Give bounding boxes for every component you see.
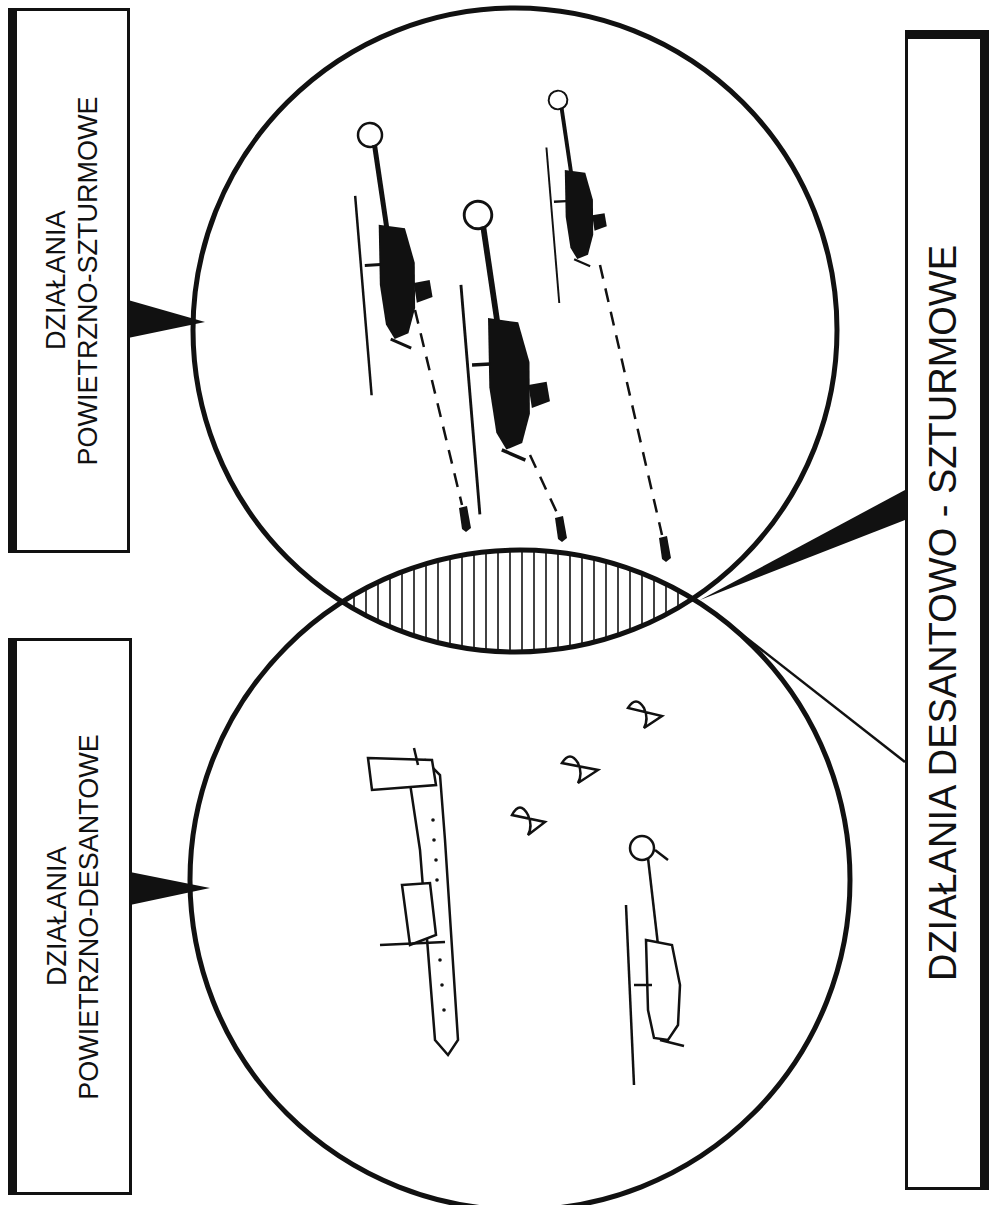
- attack-helicopter: [457, 198, 556, 515]
- transport-plane: [368, 748, 458, 1055]
- vertical-label: DZIAŁANIA POWIETRZNO-DESANTOWE: [41, 734, 106, 1100]
- label-box-wide: DZIAŁANIA DESANTOWO - SZTURMOWE: [905, 30, 989, 1190]
- leader-wedge: [700, 490, 905, 600]
- vertical-label: DZIAŁANIA POWIETRZNO-SZTURMOWE: [40, 96, 105, 465]
- plane-windows: [431, 818, 446, 1012]
- leader-wedge: [130, 872, 210, 905]
- parachute: [512, 702, 662, 836]
- overlap-hatch: [300, 540, 720, 660]
- label-box: DZIAŁANIA POWIETRZNO-SZTURMOWE: [8, 8, 130, 553]
- transport-helicopter: [626, 836, 684, 1085]
- missile: [459, 506, 671, 562]
- vertical-label: DZIAŁANIA DESANTOWO - SZTURMOWE: [921, 245, 967, 981]
- label-box: DZIAŁANIA POWIETRZNO-DESANTOWE: [8, 638, 132, 1195]
- attack-helicopter: [351, 120, 437, 395]
- leader-wedge: [128, 300, 205, 338]
- missile-trail: [415, 265, 662, 535]
- leader-line: [716, 614, 905, 762]
